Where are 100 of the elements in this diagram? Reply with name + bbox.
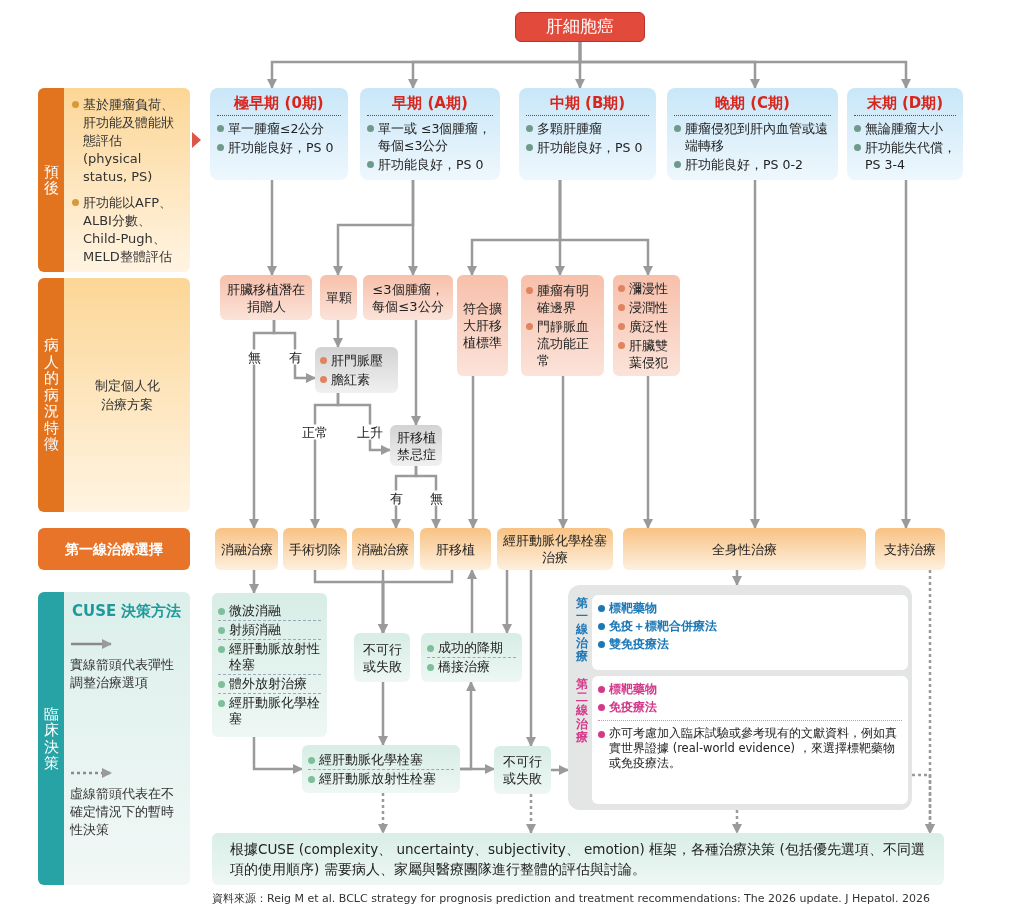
source-note: 資料來源：Reig M et al. BCLC strategy for prognosis prediction and treatment recommendations: The 2026 update. J Hepatol. 2026 (212, 891, 930, 907)
bullet-item: 肝臟雙葉侵犯 (618, 337, 675, 371)
summary-text: 根據CUSE (complexity、 uncertainty、subjectivity、 emotion) 框架，各種治療決策 (包括優先選項、不同選項的使用順序) 需要病人、家屬與醫療團隊進行整體的評估與討論。 (229, 840, 926, 879)
bullet-item: 肝功能以AFP、ALBI分數、Child-Pugh、MELD整體評估 (72, 194, 182, 266)
bullet-item: 經肝動脈放射性栓塞 (218, 641, 321, 673)
band-heading: 病人的病況特徵 (43, 337, 59, 453)
arrow (502, 570, 512, 634)
node-text: 符合擴大肝移植標準 (462, 300, 503, 351)
decision-box (315, 347, 398, 393)
arrow (460, 764, 495, 774)
bullet-item: 經肝動脈化學栓塞 (218, 695, 321, 727)
row-band (38, 528, 190, 570)
band-heading: 臨床決策 (43, 705, 59, 772)
bullet-item: 肝功能良好，PS 0 (367, 155, 493, 173)
criteria-box (521, 275, 604, 376)
edge-label: 上升 (356, 424, 384, 440)
criteria-box (320, 275, 357, 320)
bullet-item: 標靶藥物 (598, 681, 902, 697)
node-text: 消融治療 (219, 540, 274, 558)
arrow (558, 180, 653, 276)
criteria-box (457, 275, 508, 376)
node-text: ≤3個腫瘤，每個≤3公分 (371, 280, 445, 315)
arrow (558, 376, 568, 529)
option-box (354, 633, 410, 682)
band-text: 制定個人化治療方案 (93, 376, 161, 414)
arrow (408, 180, 418, 276)
treatment-box (875, 528, 945, 570)
bullet-item: 亦可考慮加入臨床試驗或參考現有的文獻資料，例如真實世界證據 (real-world evidence) ，來選擇標靶藥物或免疫療法。 (598, 726, 902, 771)
bullet-item: 基於腫瘤負荷、肝功能及體能狀態評估 (physical status, PS) (72, 96, 182, 186)
treatment-box (420, 528, 491, 570)
arrow (901, 180, 911, 529)
bullet-item: 瀰漫性 (618, 280, 675, 297)
arrow (378, 570, 454, 634)
section-heading: 第一線治療 (576, 597, 588, 663)
node-text: 全身性治療 (711, 540, 778, 558)
stage-heading: 晚期 (C期) (714, 93, 791, 114)
edge-label: 有 (287, 349, 303, 365)
criteria-box (220, 275, 312, 320)
band-subheading: CUSE 決策方法 (72, 601, 182, 622)
node-text: 手術切除 (288, 540, 342, 558)
stage-box (667, 88, 838, 180)
arrow (732, 570, 742, 586)
bullet-item: 腫瘤侵犯到肝內血管或遠端轉移 (674, 119, 831, 154)
arrow (551, 765, 569, 775)
bullet-item: 雙免疫療法 (598, 636, 902, 652)
pointer-triangle (192, 132, 201, 148)
stage-box (519, 88, 656, 180)
criteria-box (613, 275, 680, 376)
node-text: 不可行或失敗 (502, 753, 543, 787)
arrow (336, 393, 391, 455)
option-box (212, 593, 327, 737)
node-text: 不可行或失敗 (361, 640, 403, 675)
treatment-box (215, 528, 278, 570)
bullet-item: 成功的降期 (427, 640, 516, 656)
arrow (252, 737, 303, 774)
arrow (526, 570, 536, 747)
edge-label: 無 (246, 349, 262, 365)
arrow (526, 794, 536, 834)
bullet-item: 門靜脈血流功能正常 (526, 318, 599, 369)
bullet-item: 肝門脈壓 (320, 352, 393, 369)
arrow (912, 773, 935, 834)
arrow (468, 376, 478, 529)
edge-label: 正常 (301, 424, 329, 440)
bullet-item: 肝功能失代償，PS 3-4 (854, 138, 956, 173)
bullet-item: 廣泛性 (618, 318, 675, 335)
stage-box (360, 88, 500, 180)
bullet-item: 單一腫瘤≤2公分 (217, 119, 341, 137)
arrow (333, 320, 343, 348)
bullet-item: 肝功能良好，PS 0 (526, 138, 649, 156)
arrow (467, 569, 477, 633)
stage-heading: 中期 (B期) (548, 93, 627, 114)
bullet-item: 射頻消融 (218, 622, 321, 638)
arrow (267, 180, 277, 276)
arrow (732, 810, 742, 834)
bullet-item: 多顆肝腫瘤 (526, 119, 649, 137)
arrow (643, 376, 653, 529)
edge-label: 無 (428, 490, 444, 506)
option-box (302, 745, 460, 793)
node-text: 肝移植 (435, 540, 476, 558)
section-heading: 第二線治療 (576, 678, 588, 744)
bullet-item: 微波消融 (218, 603, 321, 619)
band-heading: 預後 (43, 163, 59, 197)
arrow (578, 42, 911, 89)
arrow (750, 180, 760, 529)
arrow (378, 793, 388, 834)
band-heading: 第一線治療選擇 (65, 539, 163, 559)
bullet-item: 體外放射治療 (218, 676, 321, 692)
title-text: 肝細胞癌 (546, 15, 614, 39)
bullet-item: 標靶藥物 (598, 600, 902, 616)
bullet-item: 經肝動脈放射性栓塞 (308, 770, 454, 787)
stage-box (847, 88, 963, 180)
bullet-item: 免疫療法 (598, 699, 902, 715)
bullet-item: 單一或 ≤3個腫瘤，每個≤3公分 (367, 119, 493, 154)
node-text: 肝臟移植潛在捐贈人 (226, 280, 306, 315)
bullet-item: 浸潤性 (618, 299, 675, 316)
row-band (38, 88, 190, 272)
arrow (249, 570, 259, 594)
edge-label: 有 (388, 490, 404, 506)
node-text: 單顆 (324, 289, 353, 306)
stage-heading: 早期 (A期) (391, 93, 469, 114)
